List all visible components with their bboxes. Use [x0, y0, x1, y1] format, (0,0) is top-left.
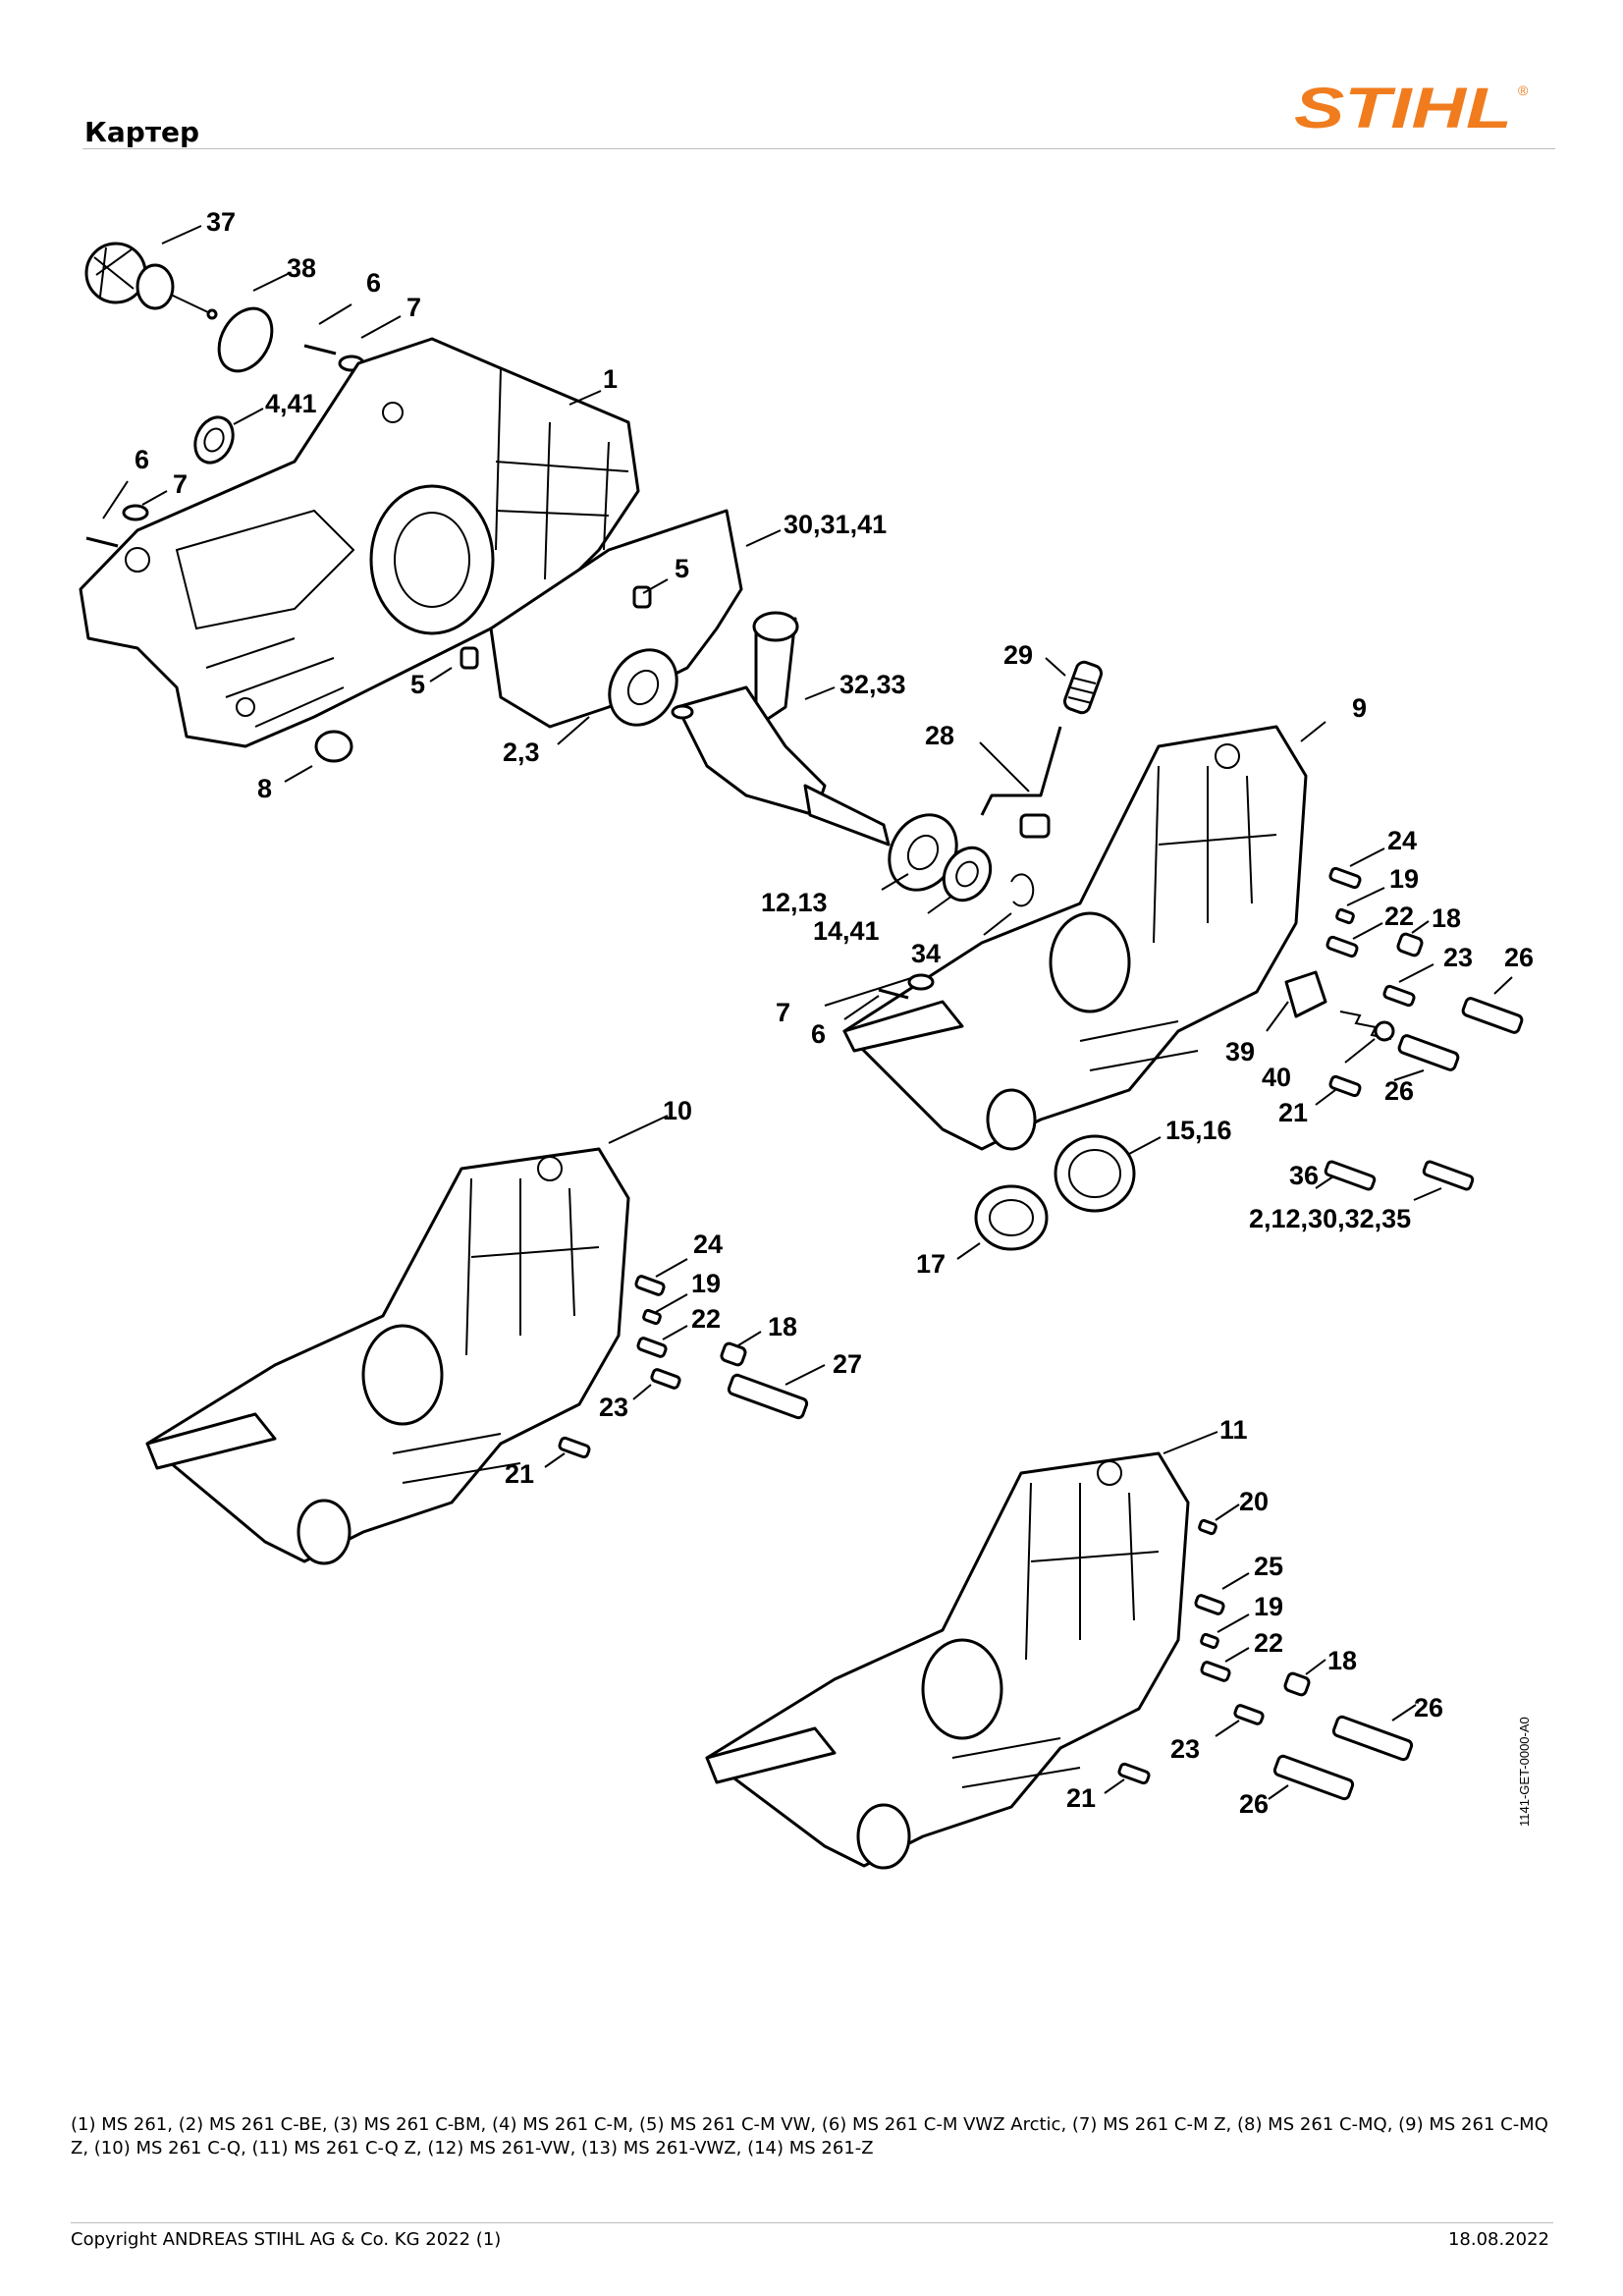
part-28-oil-hose: [980, 726, 1062, 816]
part-38-o-ring: [217, 306, 274, 373]
callout: 26: [1504, 943, 1534, 972]
part-11-fasteners: [1117, 1518, 1414, 1801]
callout: 5: [675, 554, 689, 583]
callout: 19: [1254, 1592, 1283, 1621]
callout: 26: [1414, 1693, 1443, 1722]
callout: 28: [925, 721, 954, 750]
callout: 7: [406, 293, 421, 322]
models-legend: (1) MS 261, (2) MS 261 C-BE, (3) MS 261 …: [71, 2114, 1548, 2159]
callout: 1: [603, 364, 618, 394]
callout: 5: [410, 670, 425, 699]
callout: 22: [691, 1304, 721, 1334]
callout: 23: [1443, 943, 1473, 972]
callout: 19: [1389, 864, 1419, 894]
callout: 4,41: [265, 389, 317, 418]
footer-divider: [71, 2222, 1553, 2223]
callout: 32,33: [839, 670, 906, 699]
part-5-sleeve-lower: [460, 646, 479, 670]
part-30-31-41-gasket: [489, 509, 743, 729]
callout: 10: [663, 1096, 692, 1125]
callout: 2,3: [503, 738, 540, 767]
part-6-pin: [303, 344, 337, 355]
copyright-text: Copyright ANDREAS STIHL AG & Co. KG 2022…: [71, 2229, 502, 2250]
callout: 22: [1384, 902, 1414, 931]
leader-lines: [102, 225, 1513, 1800]
part-4-41-seal: [193, 415, 235, 465]
callout: 18: [1432, 903, 1461, 933]
callout: 2,12,30,32,35: [1249, 1204, 1411, 1233]
callout: 7: [173, 469, 188, 499]
part-10-crankcase-half: [145, 1147, 630, 1565]
callout: 38: [287, 253, 316, 283]
callout: 8: [257, 774, 272, 803]
callout: 18: [768, 1312, 797, 1341]
callout: 20: [1239, 1487, 1269, 1516]
callout: 34: [911, 939, 941, 968]
part-8-plug: [314, 730, 353, 763]
svg-text:STIHL: STIHL: [1294, 77, 1512, 140]
part-9-crankcase-half: [842, 725, 1308, 1151]
part-2-3-bearing: [608, 648, 678, 727]
callout: 30,31,41: [784, 510, 887, 539]
callout: 29: [1003, 640, 1033, 670]
header-divider: [82, 148, 1555, 149]
part-34-circlip: [1010, 873, 1035, 907]
callout: 36: [1289, 1161, 1319, 1190]
part-32-33-crankshaft: [671, 611, 891, 847]
callout: 37: [206, 207, 236, 237]
callout: 9: [1352, 693, 1367, 723]
callout: 12,13: [761, 888, 828, 917]
svg-text:®: ®: [1518, 82, 1529, 98]
part-6-pin-right: [878, 988, 909, 1000]
callout: 24: [693, 1230, 723, 1259]
part-28-fitting: [1019, 813, 1051, 839]
callout: 39: [1225, 1037, 1255, 1066]
callout: 23: [1170, 1734, 1200, 1764]
callout: 27: [833, 1349, 862, 1379]
callout: 21: [505, 1459, 534, 1489]
callout: 18: [1327, 1646, 1357, 1675]
part-7-washer-left: [122, 504, 149, 521]
callout: 6: [811, 1019, 826, 1049]
callout: 7: [776, 998, 790, 1027]
callout: 6: [135, 445, 149, 474]
callout: 25: [1254, 1552, 1283, 1581]
print-date: 18.08.2022: [1447, 2229, 1549, 2250]
part-10-fasteners: [558, 1275, 809, 1459]
callout: 15,16: [1165, 1116, 1232, 1145]
callout: 21: [1066, 1783, 1096, 1813]
part-7-washer-right: [907, 973, 935, 991]
drawing-code: 1141-GET-0000-A0: [1517, 1717, 1532, 1827]
callout: 23: [599, 1393, 628, 1422]
callout: 40: [1262, 1063, 1291, 1092]
callout: 14,41: [813, 916, 880, 946]
stihl-logo: STIHL ®: [1294, 77, 1529, 140]
callout: 17: [916, 1249, 946, 1279]
callout-labels: 37 38 6 7 1 4,41 6 7 30,31,41 5 5 2,3 8 …: [135, 207, 1534, 1819]
part-11-crankcase-half: [705, 1451, 1190, 1870]
part-9-fasteners: [974, 866, 1524, 1251]
part-37-oil-pump: [84, 242, 218, 320]
part-14-41-seal: [942, 846, 993, 902]
page-title: Картер: [84, 116, 200, 148]
callout: 19: [691, 1269, 721, 1298]
callout: 24: [1387, 826, 1417, 855]
callout: 21: [1278, 1098, 1308, 1127]
callout: 11: [1219, 1415, 1248, 1445]
callout: 26: [1384, 1076, 1414, 1106]
part-6-pin-left: [85, 536, 119, 548]
part-29-pickup-body: [1062, 660, 1104, 715]
callout: 22: [1254, 1628, 1283, 1658]
callout: 26: [1239, 1789, 1269, 1819]
callout: 6: [366, 268, 381, 298]
